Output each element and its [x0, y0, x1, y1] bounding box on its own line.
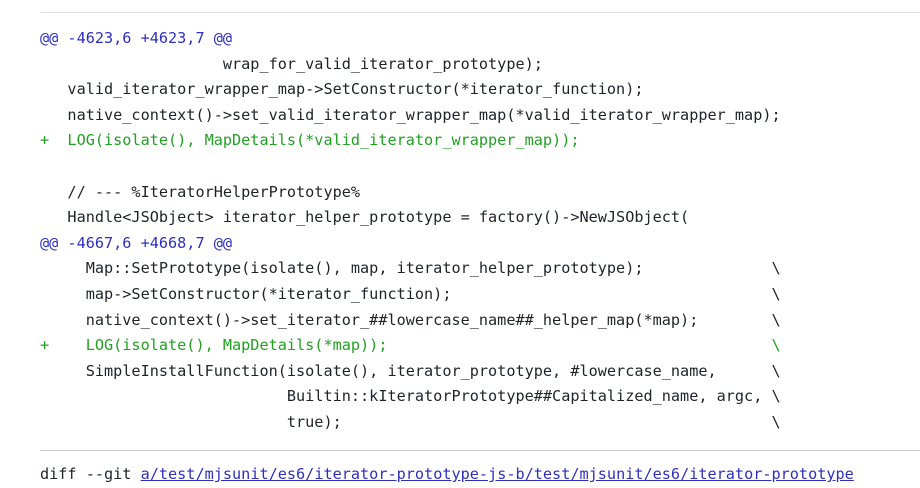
context-line: SimpleInstallFunction(isolate(), iterato…: [40, 361, 781, 380]
top-divider: [40, 12, 920, 13]
added-line: + LOG(isolate(), MapDetails(*valid_itera…: [40, 131, 580, 150]
diff-hunk-block: @@ -4623,6 +4623,7 @@ wrap_for_valid_ite…: [40, 26, 920, 436]
file-path-link[interactable]: a/test/mjsunit/es6/iterator-prototype-js…: [140, 465, 854, 483]
context-line: Builtin::kIteratorPrototype##Capitalized…: [40, 387, 781, 406]
context-line: native_context()->set_valid_iterator_wra…: [40, 105, 781, 124]
context-line: valid_iterator_wrapper_map->SetConstruct…: [40, 80, 644, 99]
bottom-divider: [40, 450, 920, 451]
context-line: wrap_for_valid_iterator_prototype);: [40, 54, 543, 73]
context-line: native_context()->set_iterator_##lowerca…: [40, 310, 781, 329]
hunk-header: @@ -4623,6 +4623,7 @@: [40, 29, 233, 47]
hunk-header: @@ -4667,6 +4668,7 @@: [40, 233, 233, 252]
added-line: + LOG(isolate(), MapDetails(*map)); \: [40, 336, 781, 355]
context-line: // --- %IteratorHelperPrototype%: [40, 182, 361, 201]
diff-command-text: diff --git: [40, 465, 141, 483]
blank-line: [40, 154, 920, 180]
context-line: map->SetConstructor(*iterator_function);…: [40, 284, 781, 303]
next-file-diff-header: diff --git a/test/mjsunit/es6/iterator-p…: [40, 462, 854, 488]
context-line: Map::SetPrototype(isolate(), map, iterat…: [40, 259, 781, 278]
context-line: true); \: [40, 412, 781, 431]
context-line: Handle<JSObject> iterator_helper_prototy…: [40, 208, 690, 227]
